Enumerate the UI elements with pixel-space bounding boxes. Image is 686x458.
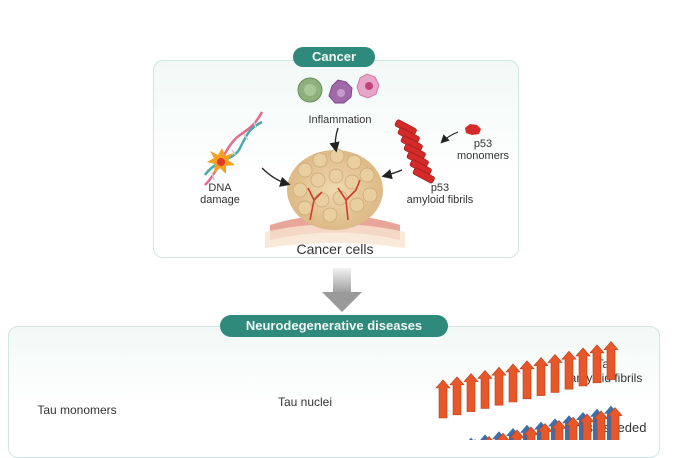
- tau-fibril-strands: [436, 342, 618, 418]
- fibril-layer: [0, 0, 686, 440]
- cross-seeded-fibril-strands: [436, 406, 622, 440]
